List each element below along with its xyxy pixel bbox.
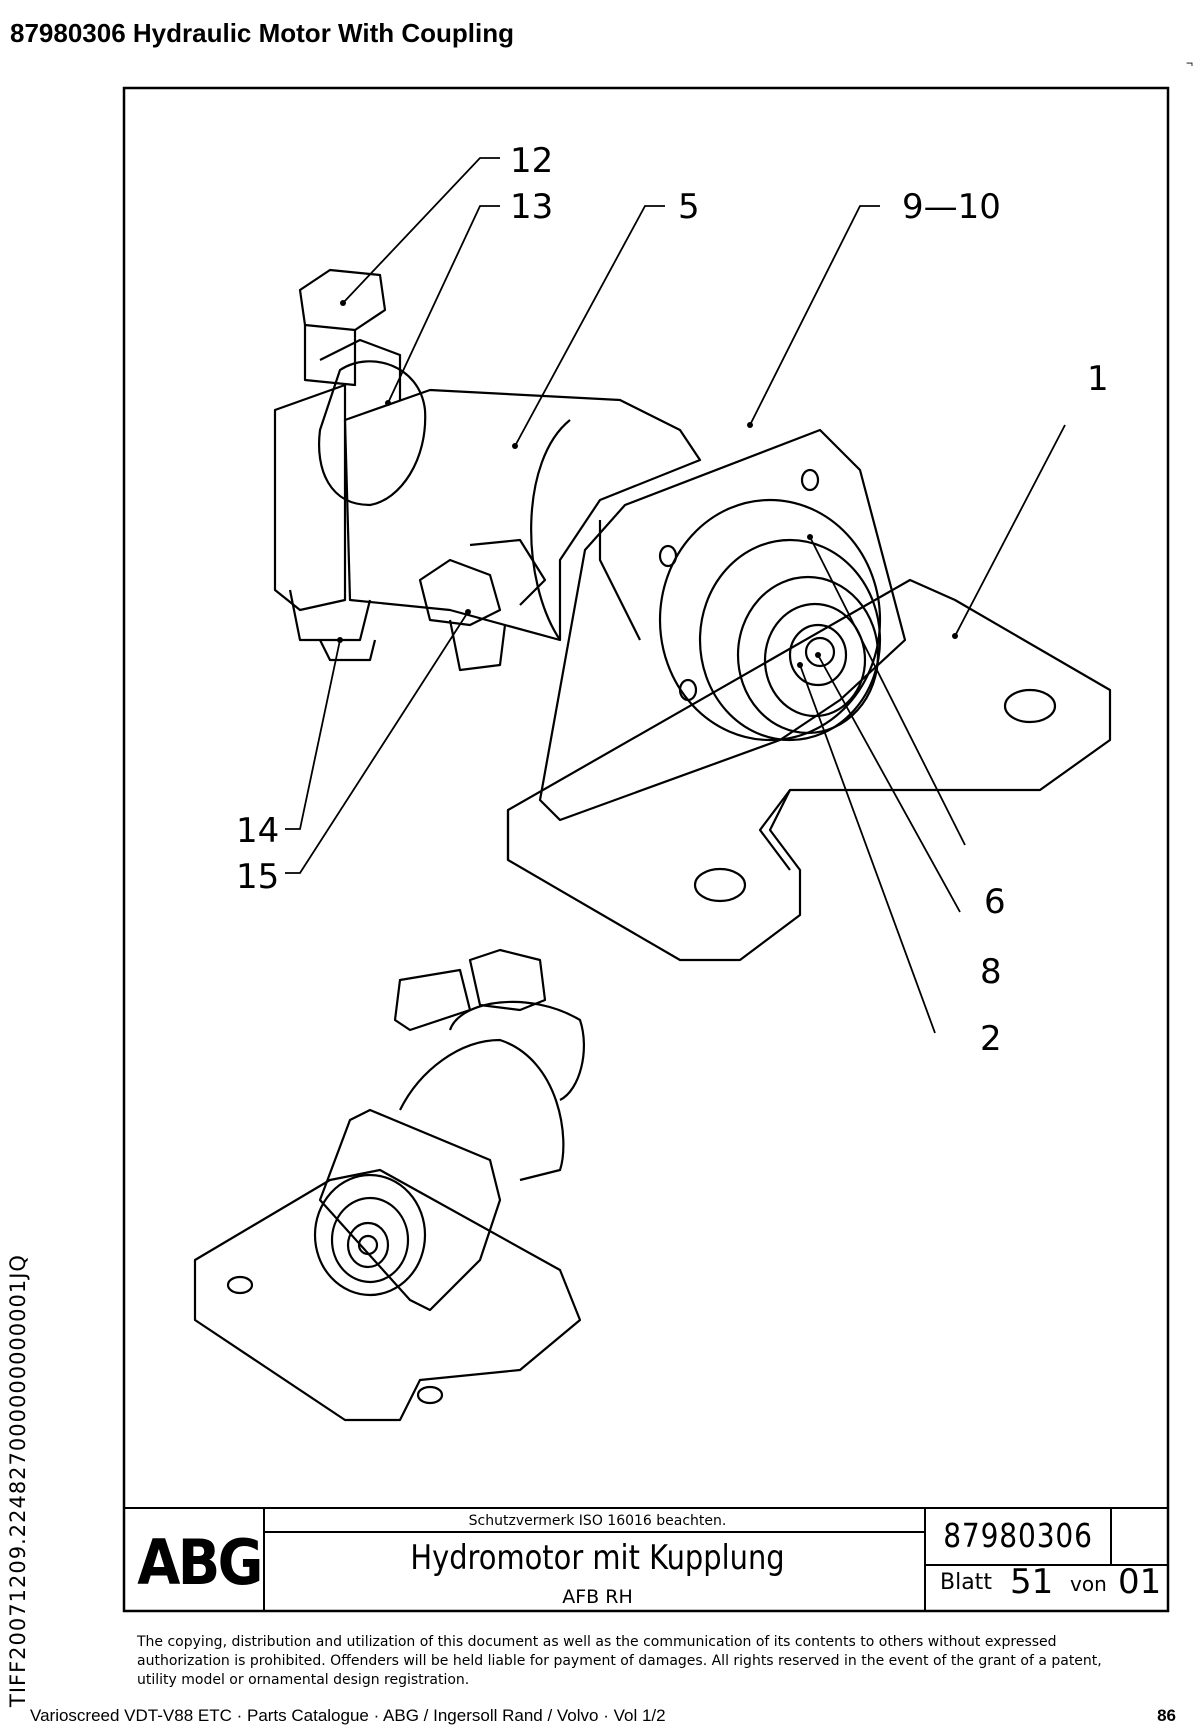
leader-lines [285,157,1066,1034]
callout-12: 12 [510,141,553,181]
copyright-notice: The copying, distribution and utilizatio… [137,1634,1102,1688]
callout-5: 5 [678,187,700,227]
abg-logo: ABG [137,1525,263,1599]
callout-13: 13 [510,187,553,227]
corner-mark: ¬ [1186,56,1194,70]
main-assembly [273,268,1112,962]
of-number: 01 [1118,1562,1162,1602]
sheet-label: Blatt [940,1570,992,1595]
protection-note: Schutzvermerk ISO 16016 beachten. [468,1513,727,1529]
title-block-frame [124,1507,1168,1611]
leader-dots [337,300,958,668]
drawing-subtitle: AFB RH [562,1586,633,1608]
secondary-view [193,948,585,1422]
callout-14: 14 [236,811,279,851]
callout-9-10: 9—10 [902,187,1001,227]
footer-page-number: 86 [1157,1706,1176,1725]
drawing-number: 87980306 [943,1516,1093,1555]
callout-15: 15 [236,857,279,897]
callout-8: 8 [980,952,1002,992]
callout-6: 6 [984,882,1006,922]
page-title: 87980306 Hydraulic Motor With Coupling [10,18,514,48]
side-scan-id: TIFF20071209.224827000000000001JQ [6,1254,30,1707]
sheet-number: 51 [1010,1562,1054,1602]
callout-1: 1 [1087,359,1109,399]
of-label: von [1070,1572,1107,1596]
drawing-name: Hydromotor mit Kupplung [410,1538,785,1578]
footer-catalogue-info: Varioscreed VDT-V88 ETC · Parts Catalogu… [30,1706,666,1725]
callout-2: 2 [980,1019,1002,1059]
